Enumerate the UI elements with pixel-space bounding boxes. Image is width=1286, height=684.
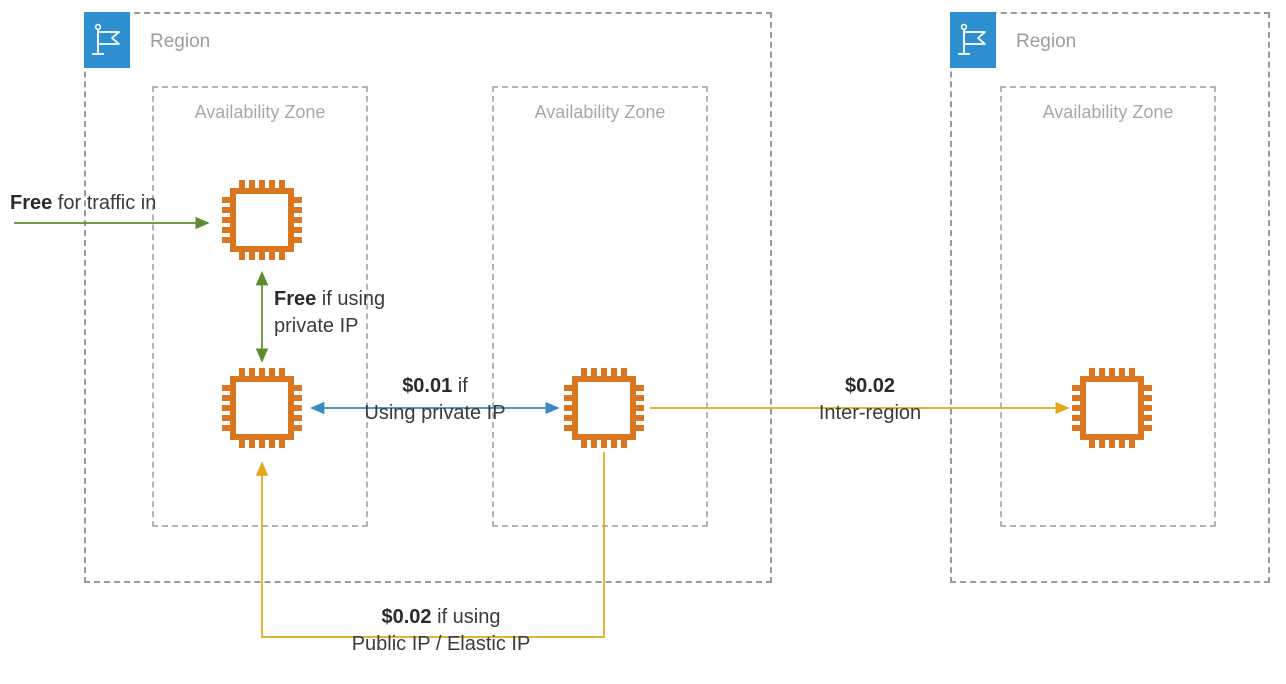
availability-zone-box-2 [492, 86, 708, 527]
edge-text2-public-elastic-ip: Public IP / Elastic IP [351, 633, 531, 655]
edge-label-public-elastic-ip: $0.02 if using Public IP / Elastic IP [296, 604, 586, 658]
ec2-instance-icon-az1-top[interactable] [220, 178, 304, 262]
availability-zone-box-3 [1000, 86, 1216, 527]
ec2-instance-icon-az1-bottom[interactable] [220, 366, 304, 450]
ec2-instance-icon-az2[interactable] [562, 366, 646, 450]
edge-text2-inter-region: Inter-region [818, 402, 922, 424]
availability-zone-box-1 [152, 86, 368, 527]
edge-text-traffic-in: for traffic in [52, 192, 157, 214]
edge-text-cross-az: if [452, 375, 468, 397]
edge-label-intra-az: Free if using private IP [274, 286, 385, 340]
region-label-right: Region [1016, 31, 1077, 52]
region-label-left: Region [150, 31, 211, 52]
edge-label-traffic-in: Free for traffic in [10, 190, 156, 217]
edge-price-public-elastic-ip: $0.02 [381, 606, 432, 628]
region-flag-icon-left [84, 12, 130, 68]
availability-zone-label-2: Availability Zone [534, 102, 666, 122]
availability-zone-label-3: Availability Zone [1042, 102, 1174, 122]
edge-text2-cross-az: Using private IP [364, 402, 506, 424]
edge-price-traffic-in: Free [10, 192, 53, 214]
ec2-instance-icon-region2[interactable] [1070, 366, 1154, 450]
edge-text-public-elastic-ip: if using [431, 606, 501, 628]
edge-price-inter-region: $0.02 [844, 375, 896, 397]
edge-label-cross-az: $0.01 if Using private IP [345, 373, 525, 427]
edge-text2-intra-az: private IP [274, 315, 359, 337]
edge-label-inter-region: $0.02 Inter-region [760, 373, 980, 427]
availability-zone-label-1: Availability Zone [194, 102, 326, 122]
edge-text-intra-az: if using [316, 288, 386, 310]
edge-price-intra-az: Free [274, 288, 317, 310]
region-box-right [950, 12, 1270, 583]
edge-price-cross-az: $0.01 [402, 375, 453, 397]
region-flag-icon-right [950, 12, 996, 68]
